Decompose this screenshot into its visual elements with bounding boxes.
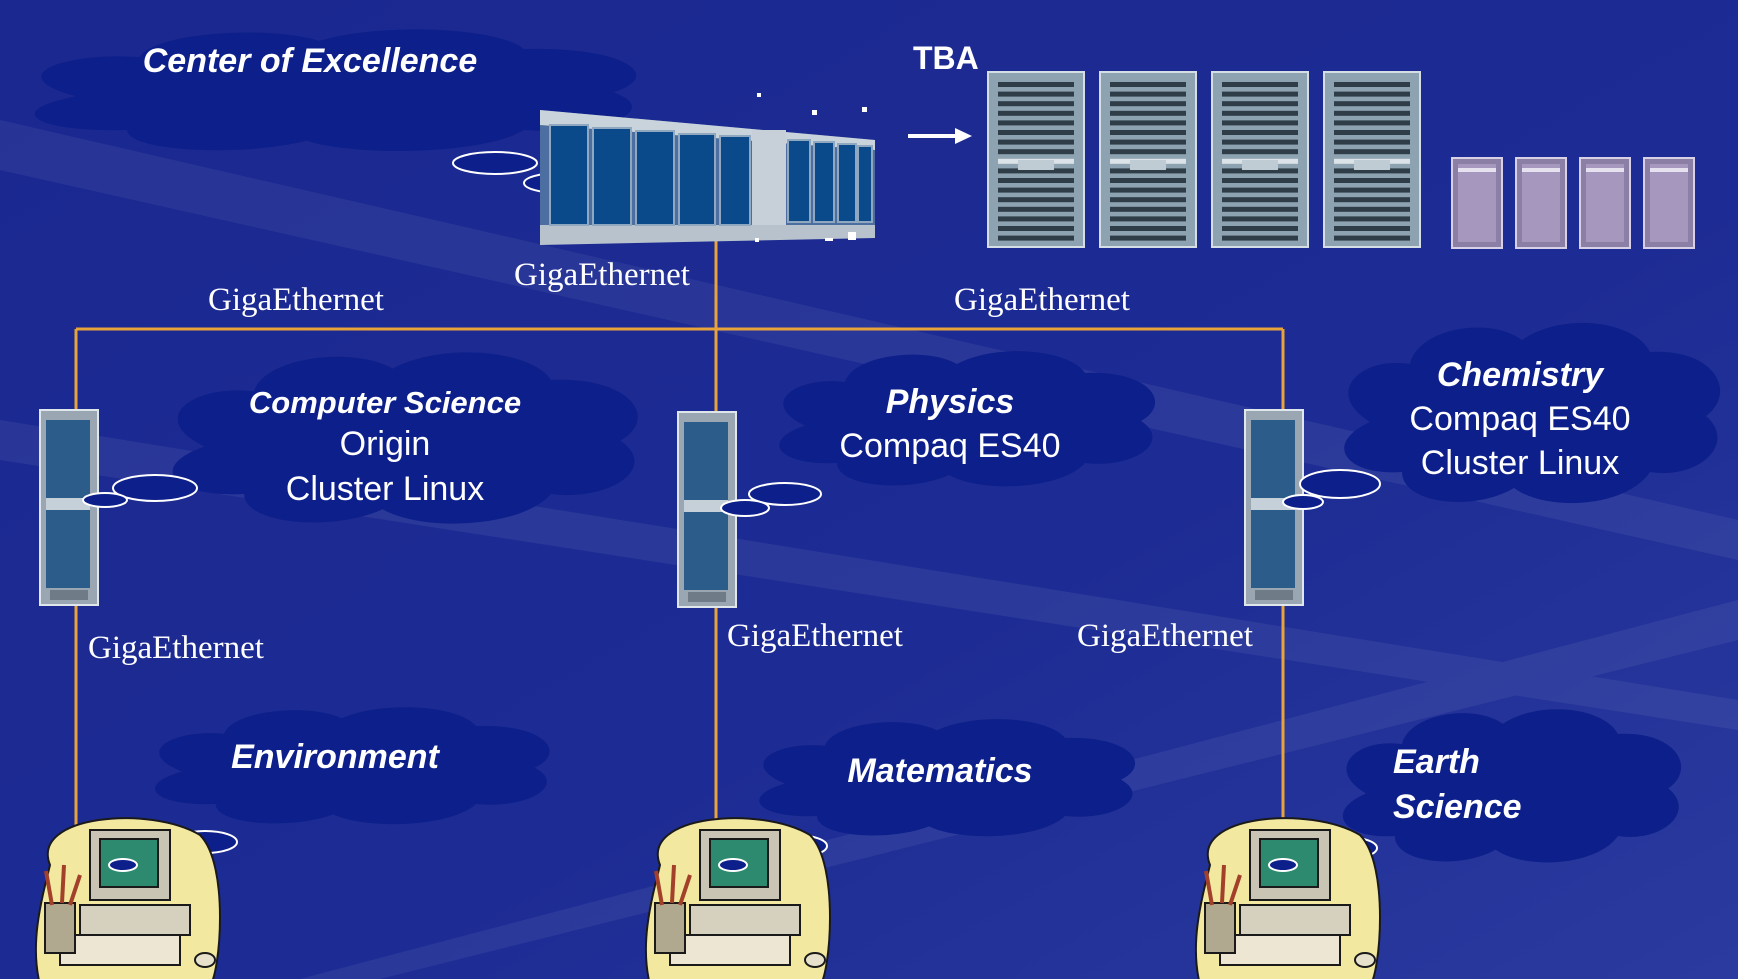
arrow-right-icon: [908, 128, 972, 144]
cloud-node-1: [720, 349, 1157, 517]
center-of-excellence-title: Center of Excellence: [142, 42, 478, 80]
node-line1-physics: Compaq ES40: [839, 427, 1061, 465]
server-rack-icon: [1211, 71, 1309, 248]
node-line2-computer-science: Cluster Linux: [285, 470, 485, 508]
node-link-label-physics: GigaEthernet: [727, 618, 903, 654]
server-rack-icon: [1323, 71, 1421, 248]
client-title-science: Science: [1393, 788, 1522, 826]
node-title-computer-science: Computer Science: [248, 385, 522, 420]
small-server-icon: [1579, 157, 1631, 249]
link-label-left: GigaEthernet: [208, 282, 384, 318]
client-title-environment: Environment: [231, 738, 439, 776]
small-server-icon: [1451, 157, 1503, 249]
server-tower-icon: [39, 409, 99, 606]
small-server-icon: [1643, 157, 1695, 249]
cloud-node-0: [82, 350, 640, 526]
desktop-computer-icon: [34, 817, 221, 979]
server-rack-icon: [987, 71, 1085, 248]
tba-label: TBA: [913, 40, 979, 76]
node-title-chemistry: Chemistry: [1436, 356, 1604, 394]
cloud-node-2: [1282, 321, 1722, 510]
supercomputer-icon: [540, 93, 875, 245]
small-server-icon: [1515, 157, 1567, 249]
link-label-center: GigaEthernet: [514, 257, 690, 293]
node-link-label-chemistry: GigaEthernet: [1077, 618, 1253, 654]
client-title-earth: Earth: [1393, 743, 1480, 781]
node-link-label-computer-science: GigaEthernet: [88, 630, 264, 666]
node-line1-computer-science: Origin: [339, 425, 431, 463]
node-title-physics: Physics: [885, 383, 1015, 421]
server-rack-icon: [1099, 71, 1197, 248]
link-label-right: GigaEthernet: [954, 282, 1130, 318]
client-title-matematics: Matematics: [847, 752, 1033, 790]
node-line2-chemistry: Cluster Linux: [1420, 444, 1620, 482]
desktop-computer-icon: [1194, 817, 1381, 979]
server-tower-icon: [1244, 409, 1304, 606]
desktop-computer-icon: [644, 817, 831, 979]
node-line1-chemistry: Compaq ES40: [1409, 400, 1631, 438]
